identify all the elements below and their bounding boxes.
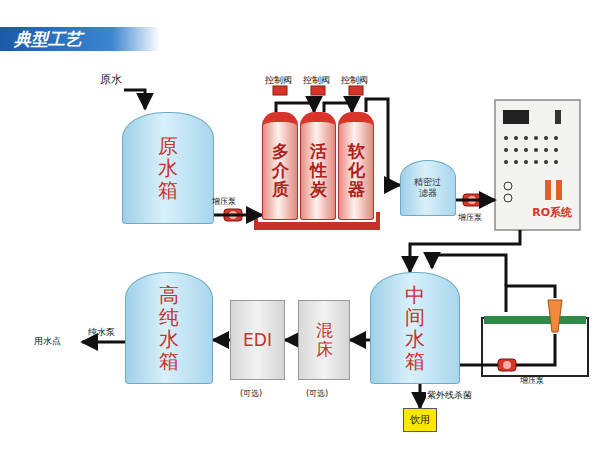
node-text: EDI bbox=[243, 330, 272, 350]
tank: 高纯水箱 bbox=[125, 272, 213, 384]
outlet-box: 饮用 bbox=[403, 408, 437, 432]
ro-gauge bbox=[504, 194, 512, 202]
pipe-connector bbox=[213, 339, 230, 342]
title-banner: 典型工艺 bbox=[0, 27, 160, 51]
label: 增压泵 bbox=[520, 375, 544, 386]
pipe-connector bbox=[276, 103, 314, 112]
uv-frame bbox=[482, 318, 588, 376]
uv-lamp bbox=[484, 316, 586, 324]
label: 控制阀 bbox=[303, 74, 330, 87]
node-text: 混床 bbox=[316, 321, 333, 358]
control-valves bbox=[273, 86, 363, 95]
node-text: 中间水箱 bbox=[405, 284, 425, 372]
pipe-connector bbox=[456, 199, 495, 202]
stand-leg bbox=[376, 212, 380, 228]
loop-pipe bbox=[460, 364, 498, 367]
label: (可选) bbox=[306, 388, 328, 399]
edge-label: 紫外线杀菌 bbox=[426, 389, 473, 402]
node-text: 软化器 bbox=[348, 142, 365, 198]
ro-gauge bbox=[504, 182, 512, 190]
node-text: RO系统 bbox=[532, 205, 572, 220]
pipe-connector bbox=[285, 339, 298, 342]
tank: 中间水箱 bbox=[370, 272, 460, 384]
pipe-connector bbox=[419, 384, 422, 408]
ro-system: RO系统 bbox=[495, 100, 580, 230]
label: 纯水泵 bbox=[88, 326, 115, 339]
pipe-connector bbox=[324, 103, 352, 112]
label: 控制阀 bbox=[341, 74, 368, 87]
label: 增压泵 bbox=[458, 212, 482, 223]
ro-panel bbox=[495, 100, 580, 230]
pipe-connector bbox=[350, 339, 370, 342]
label: 原水 bbox=[100, 72, 122, 87]
label: 控制阀 bbox=[265, 74, 292, 87]
uv-filter bbox=[548, 300, 562, 332]
filter-vessel: 活性炭 bbox=[300, 112, 336, 220]
node-text: 多介质 bbox=[272, 142, 289, 198]
label: 用水点 bbox=[34, 335, 61, 348]
node-text: 高纯水箱 bbox=[159, 284, 179, 372]
precision-filter: 精密过滤器 bbox=[400, 160, 456, 216]
tank: 原水箱 bbox=[122, 112, 214, 224]
node-text: 活性炭 bbox=[310, 142, 327, 198]
ro-buttons bbox=[504, 136, 558, 164]
ro-switch bbox=[556, 180, 562, 200]
label: 增压泵 bbox=[212, 196, 236, 207]
filter-vessel: 多介质 bbox=[262, 112, 298, 220]
ro-display bbox=[503, 110, 529, 124]
outlet-pipe bbox=[82, 341, 125, 344]
ro-switch bbox=[555, 110, 561, 124]
stand-base bbox=[254, 222, 380, 230]
loop-pipe bbox=[516, 334, 555, 365]
label: (可选) bbox=[240, 388, 262, 399]
inlet-pipe bbox=[124, 90, 145, 109]
pipe-connector bbox=[214, 214, 262, 217]
mixed-bed: 混床 bbox=[298, 300, 350, 380]
pipe-connector bbox=[410, 230, 520, 272]
loop-pipe bbox=[506, 286, 555, 312]
node-text: 饮用 bbox=[410, 415, 430, 425]
filter-vessel: 软化器 bbox=[338, 112, 374, 220]
node-text: 精密过滤器 bbox=[414, 177, 443, 199]
ro-switch bbox=[545, 180, 551, 200]
edi-unit: EDI bbox=[230, 300, 285, 380]
node-text: 原水箱 bbox=[158, 135, 178, 201]
